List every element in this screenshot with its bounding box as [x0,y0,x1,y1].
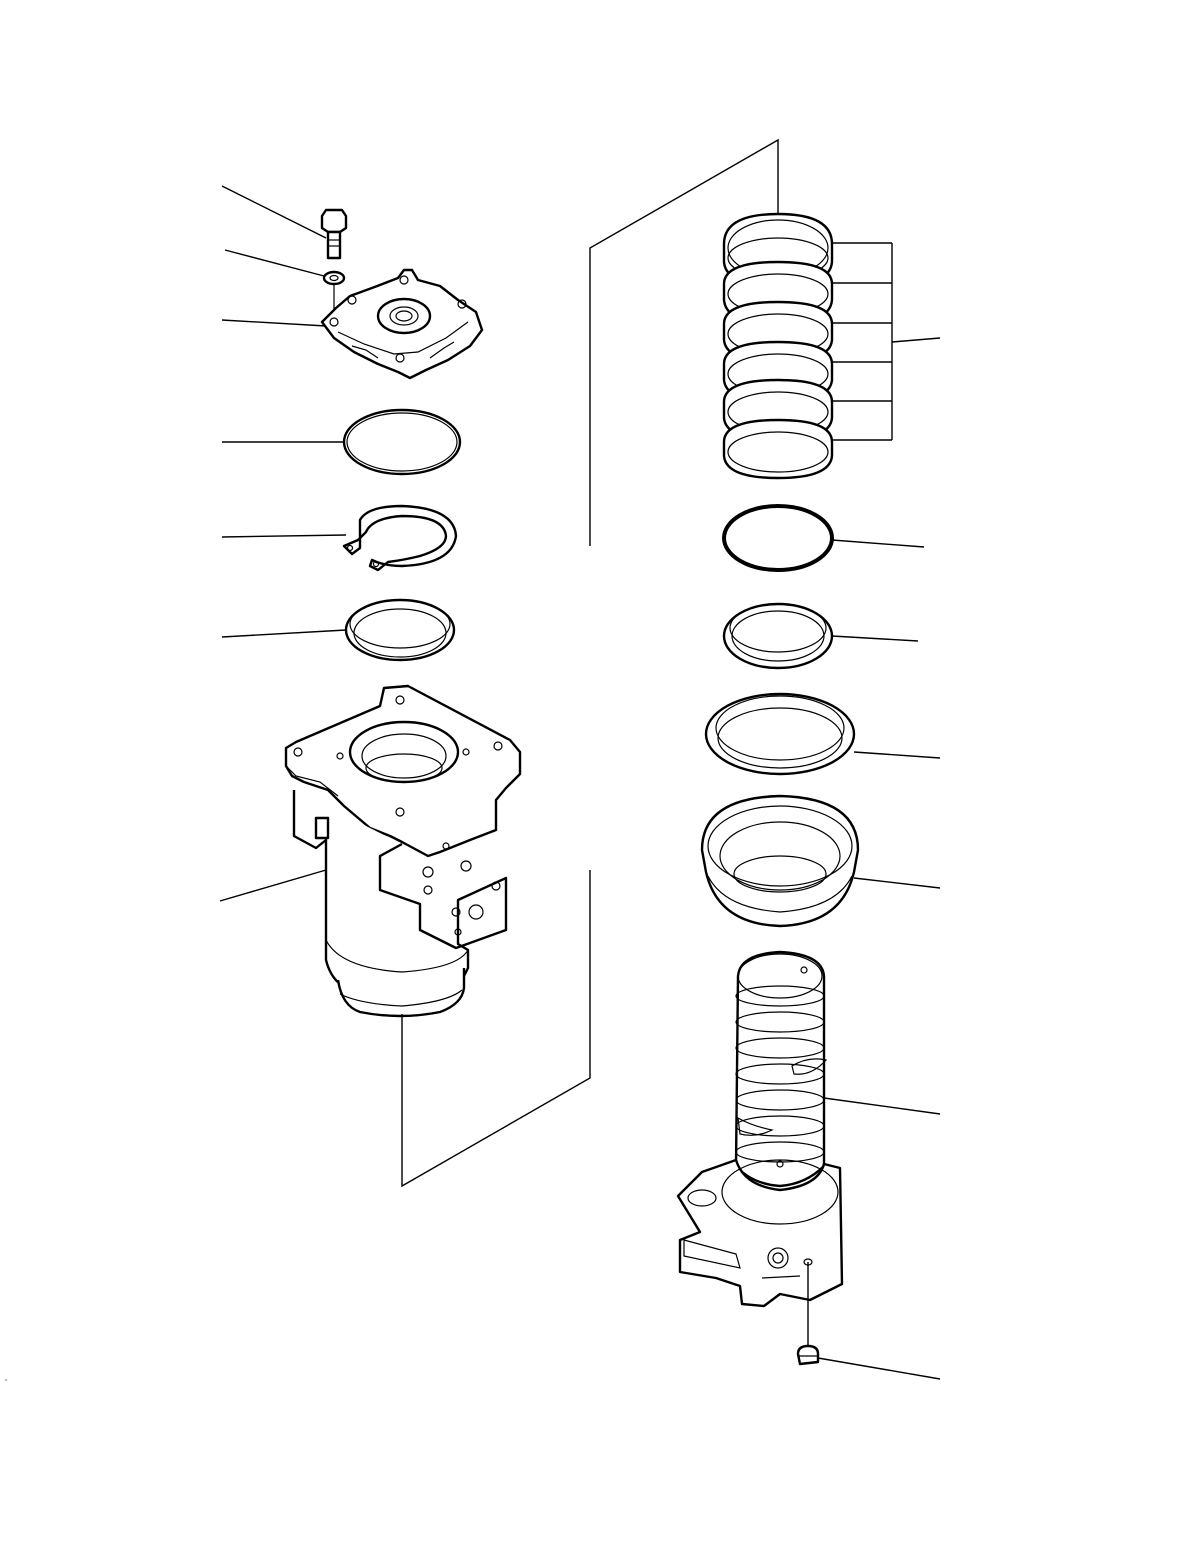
group-leader-bracket [401,138,779,1188]
bolt-part [221,185,348,260]
ring-seal-stack-part [722,212,941,480]
dust-seal-part [700,794,941,928]
shaft-part [676,950,941,1346]
stray-dot [5,1379,7,1381]
rotor-housing-part [219,684,522,1018]
o-ring-part [222,408,462,476]
snap-ring-part [221,504,458,572]
plug-part [796,1344,941,1380]
ring-right-part [722,602,919,670]
o-ring-right-part [722,504,925,572]
seal-left-part [221,598,456,662]
cover-part [221,268,484,380]
seal-ring-large-part [704,692,941,776]
washer-part [224,249,346,316]
